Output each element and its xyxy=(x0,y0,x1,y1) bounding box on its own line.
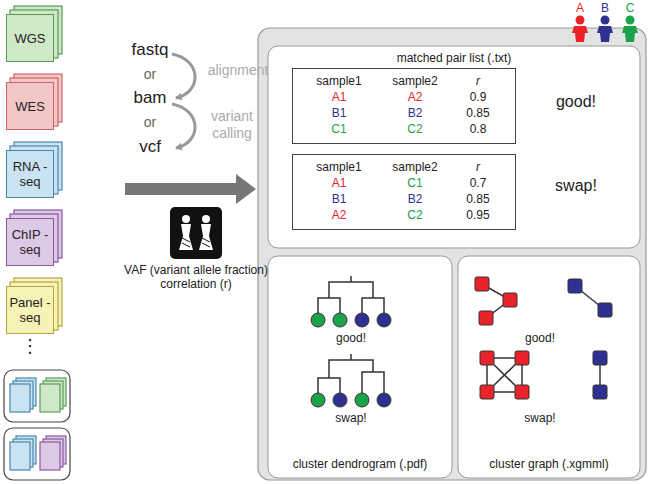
table-cell: A1 xyxy=(301,176,377,192)
method-label: VAF (variant allele fraction) correlatio… xyxy=(116,263,276,292)
table-cell: A2 xyxy=(377,90,453,106)
panel-title: cluster graph (.xgmml) xyxy=(489,457,608,471)
table-cell: B1 xyxy=(301,192,377,208)
panel-title: matched pair list (.txt) xyxy=(268,51,640,65)
verdict: swap! xyxy=(335,411,366,425)
table-header: sample1 xyxy=(301,74,377,90)
table-cell: B1 xyxy=(301,106,377,122)
table-cell: A2 xyxy=(301,208,377,224)
table-header: sample2 xyxy=(377,160,453,176)
table-cell: C1 xyxy=(377,176,453,192)
panel-title: cluster dendrogram (.pdf) xyxy=(293,457,428,471)
output-panel: cluster dendrogram (.pdf) xyxy=(268,256,452,478)
table-cell: 0.85 xyxy=(453,106,503,122)
data-type-label: Panel -seq xyxy=(9,295,51,325)
pair-table: sample1sample2rA1A20.9B1B20.85C1C20.8 xyxy=(292,68,516,144)
data-type-icon: WGS xyxy=(6,14,54,62)
verdict: good! xyxy=(336,331,366,345)
connector-word: or xyxy=(144,66,156,83)
table-header: sample1 xyxy=(301,160,377,176)
verdict: swap! xyxy=(555,176,597,195)
table-cell: 0.8 xyxy=(453,122,503,138)
data-type-icon: Panel -seq xyxy=(6,286,54,334)
file-format: fastq xyxy=(132,40,169,60)
table-cell: B2 xyxy=(377,192,453,208)
verdict: good! xyxy=(556,92,596,111)
process-step: alignment xyxy=(208,62,269,79)
table-header: r xyxy=(453,74,503,90)
table-header: sample2 xyxy=(377,74,453,90)
output-panel: cluster graph (.xgmml) xyxy=(458,256,640,478)
table-cell: 0.9 xyxy=(453,90,503,106)
table-cell: 0.7 xyxy=(453,176,503,192)
table-cell: C2 xyxy=(377,208,453,224)
output-panel: matched pair list (.txt)sample1sample2rA… xyxy=(268,46,640,248)
table-cell: B2 xyxy=(377,106,453,122)
person-label: C xyxy=(626,1,635,15)
data-type-label: ChIP -seq xyxy=(9,227,51,257)
person-label: A xyxy=(576,1,584,15)
table-cell: C2 xyxy=(377,122,453,138)
person-label: B xyxy=(601,1,609,15)
table-cell: C1 xyxy=(301,122,377,138)
data-type-icon: RNA -seq xyxy=(6,150,54,198)
data-type-icon: WES xyxy=(6,82,54,130)
table-cell: 0.95 xyxy=(453,208,503,224)
table-cell: A1 xyxy=(301,90,377,106)
data-type-label: WES xyxy=(15,99,45,114)
file-format: bam xyxy=(133,88,166,108)
pair-table: sample1sample2rA1C10.7B1B20.85A2C20.95 xyxy=(292,154,516,230)
data-type-icon: ChIP -seq xyxy=(6,218,54,266)
connector-word: or xyxy=(144,114,156,131)
process-step: variant calling xyxy=(200,108,264,142)
table-cell: 0.85 xyxy=(453,192,503,208)
verdict: good! xyxy=(525,331,555,345)
verdict: swap! xyxy=(524,411,555,425)
data-type-label: RNA -seq xyxy=(9,159,51,189)
table-header: r xyxy=(453,160,503,176)
file-format: vcf xyxy=(139,137,161,157)
ellipsis: ⋮ xyxy=(21,336,39,358)
data-type-label: WGS xyxy=(14,31,45,46)
